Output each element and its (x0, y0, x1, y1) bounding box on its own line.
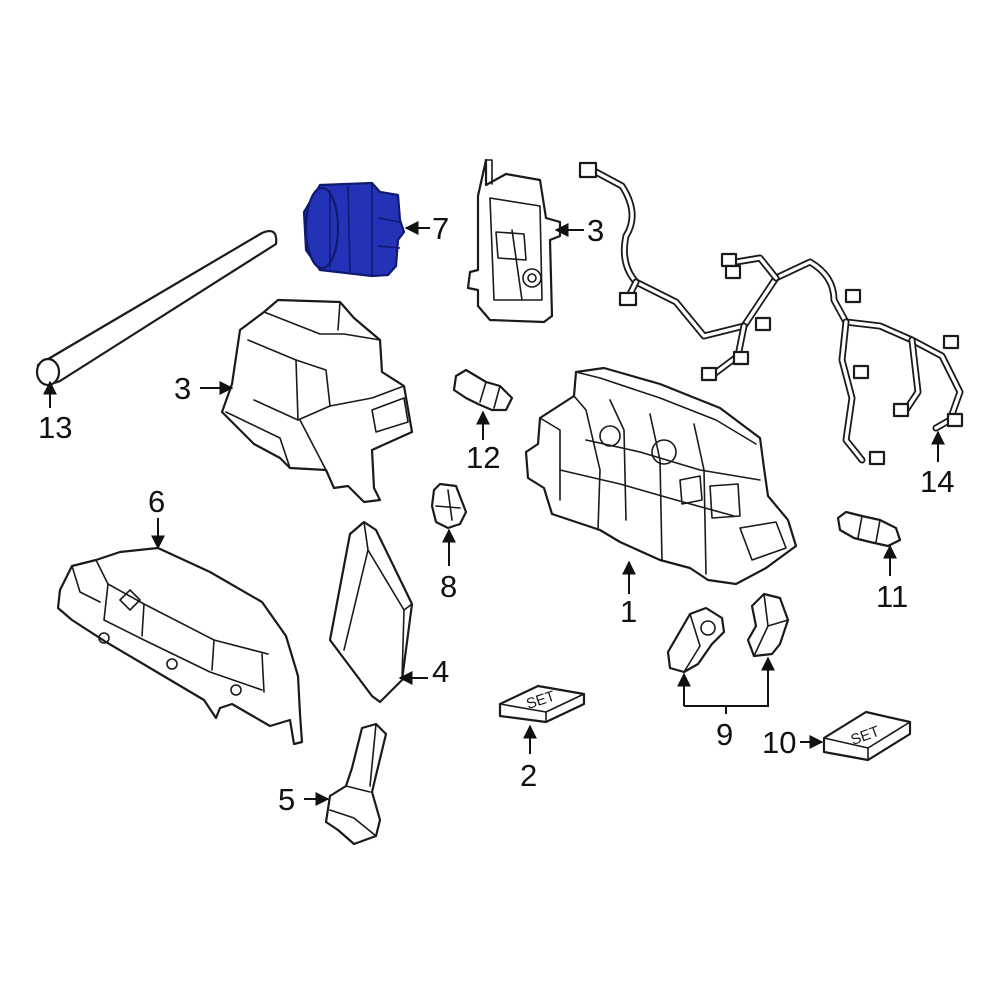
part-11-sensor[interactable] (836, 510, 902, 548)
part-6-duct-panel[interactable] (56, 546, 304, 746)
part-8-actuator[interactable] (430, 482, 468, 530)
part-7-blower-motor[interactable] (302, 181, 406, 278)
callout-2: 2 (520, 758, 537, 793)
callout-8: 8 (440, 569, 457, 604)
part-10-set-box[interactable]: SET (822, 710, 912, 762)
part-5-servo[interactable] (324, 722, 388, 846)
callout-13: 13 (38, 410, 72, 445)
part-9-sensor-left[interactable] (666, 606, 726, 674)
part-9-sensor-right[interactable] (746, 592, 790, 658)
callout-14: 14 (920, 464, 954, 499)
callout-labels: 7 3 3 13 12 14 6 8 1 11 4 2 9 10 5 (38, 211, 954, 817)
callout-4: 4 (432, 654, 449, 689)
callout-3-lower: 3 (174, 371, 191, 406)
callout-6: 6 (148, 484, 165, 519)
callout-11: 11 (876, 579, 908, 614)
callout-10: 10 (762, 725, 796, 760)
callout-12: 12 (466, 440, 500, 475)
callout-5: 5 (278, 782, 295, 817)
callout-3-upper: 3 (587, 213, 604, 248)
part-2-set-box[interactable]: SET (498, 684, 586, 724)
leader-lines (43, 221, 945, 806)
part-3-actuator-upper[interactable] (466, 158, 562, 324)
part-4-control-module[interactable] (328, 520, 414, 704)
part-14-wire-harness[interactable] (578, 161, 964, 466)
part-13-tube[interactable] (35, 229, 278, 387)
callout-9: 9 (716, 717, 733, 752)
leader-9-right (684, 656, 775, 707)
callout-1: 1 (620, 594, 637, 629)
callout-7: 7 (432, 211, 449, 246)
part-1-hvac-case[interactable] (524, 366, 798, 586)
part-3-housing-lower[interactable] (220, 298, 414, 504)
part-12-sensor[interactable] (452, 368, 514, 412)
